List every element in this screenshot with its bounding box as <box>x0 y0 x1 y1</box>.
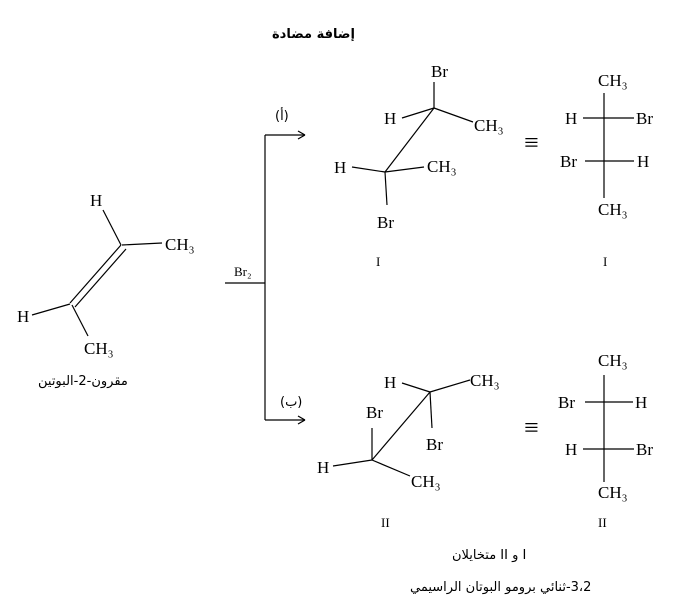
atom-Br: Br <box>558 393 575 412</box>
reagent-label: Br₂ <box>234 264 252 279</box>
equivalent-sign: ≡ <box>524 128 539 157</box>
atom-H: H <box>90 191 103 210</box>
atom-Br: Br <box>560 152 577 171</box>
reactant-name: مقرون-2-البوتين <box>38 374 128 389</box>
atom-Br: Br <box>636 440 653 459</box>
group-CH3: CH₃ <box>427 157 457 176</box>
atom-H: H <box>635 393 648 412</box>
atom-H: H <box>384 373 397 392</box>
bond <box>31 303 71 316</box>
atom-H: H <box>17 307 30 326</box>
bond <box>121 242 163 246</box>
group-CH3: CH₃ <box>474 116 504 135</box>
bond <box>71 304 89 337</box>
double-bond <box>69 244 122 304</box>
equivalent-sign: ≡ <box>524 413 539 442</box>
product-label-I: I <box>603 254 608 269</box>
group-CH3: CH₃ <box>598 351 628 370</box>
group-CH3: CH₃ <box>411 472 441 491</box>
group-CH3: CH₃ <box>165 235 195 254</box>
path-label-b: (ب) <box>280 395 303 410</box>
diagram-title: إضافة مضادة <box>272 27 355 42</box>
bond <box>102 209 122 246</box>
atom-H: H <box>334 158 347 177</box>
atom-Br: Br <box>426 435 443 454</box>
group-CH3: CH₃ <box>598 71 628 90</box>
atom-Br: Br <box>431 62 448 81</box>
product-label-II: II <box>598 515 607 530</box>
atom-Br: Br <box>636 109 653 128</box>
group-CH3: CH₃ <box>84 339 114 358</box>
atom-H: H <box>565 440 578 459</box>
path-label-a: (أ) <box>275 109 289 124</box>
atom-Br: Br <box>366 403 383 422</box>
atom-H: H <box>384 109 397 128</box>
product-label-I: I <box>376 254 381 269</box>
product-label-II: II <box>381 515 390 530</box>
atom-H: H <box>637 152 650 171</box>
atom-H: H <box>317 458 330 477</box>
double-bond <box>74 248 127 308</box>
enantiomer-note: I و II متخايلان <box>452 548 527 563</box>
group-CH3: CH₃ <box>598 483 628 502</box>
atom-H: H <box>565 109 578 128</box>
group-CH3: CH₃ <box>598 200 628 219</box>
product-name: 3،2-ثنائي برومو البوتان الراسيمي <box>410 580 592 595</box>
group-CH3: CH₃ <box>470 371 500 390</box>
atom-Br: Br <box>377 213 394 232</box>
